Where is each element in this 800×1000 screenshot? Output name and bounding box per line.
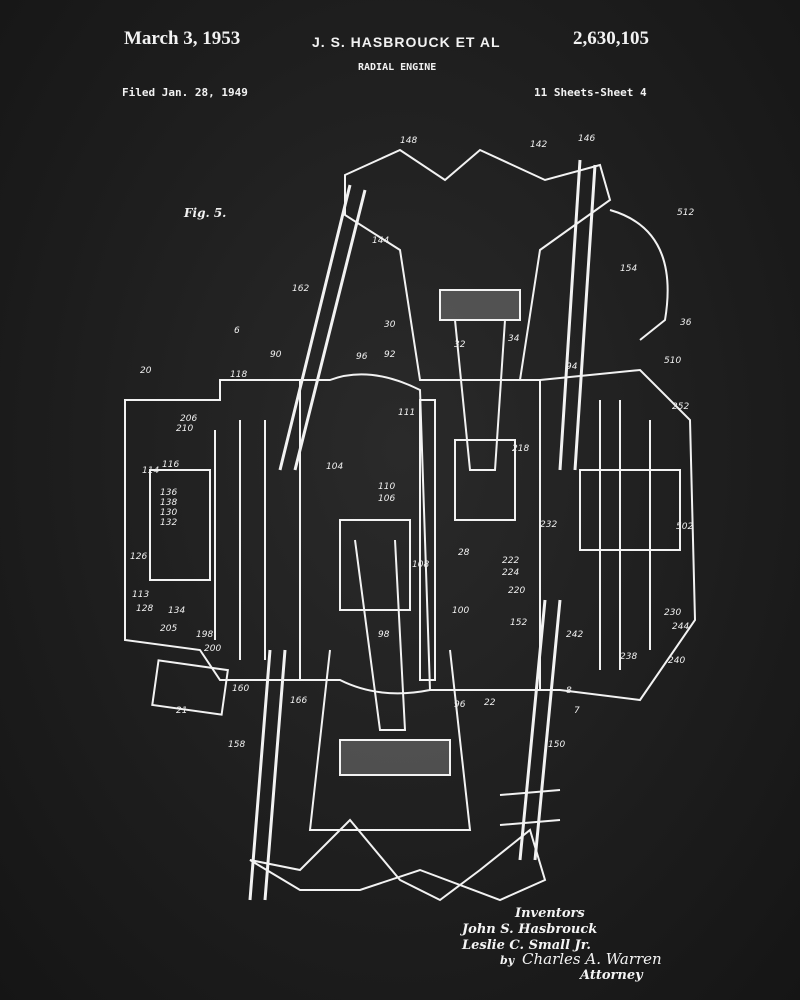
- ref-number: 148: [400, 136, 418, 146]
- ref-number: 244: [672, 622, 690, 632]
- ref-number: 110: [378, 482, 396, 492]
- ref-number: 210: [176, 424, 194, 434]
- ref-number: 8: [566, 686, 572, 696]
- ref-number: 114: [142, 466, 160, 476]
- ref-number: 32: [454, 340, 466, 350]
- figure-label: Fig. 5.: [184, 206, 227, 220]
- ref-number: 36: [680, 318, 692, 328]
- ref-number: 34: [508, 334, 520, 344]
- ref-number: 206: [180, 414, 198, 424]
- ref-number: 158: [228, 740, 246, 750]
- ref-number: 502: [676, 522, 694, 532]
- ref-number: 240: [668, 656, 686, 666]
- ref-number: 108: [412, 560, 430, 570]
- ref-number: 200: [204, 644, 222, 654]
- bottom-cylinder: [249, 519, 547, 902]
- ref-number: 134: [168, 606, 186, 616]
- shaft: [499, 789, 561, 826]
- ref-number: 150: [548, 740, 566, 750]
- ref-number: 113: [132, 590, 150, 600]
- ref-number: 94: [566, 362, 578, 372]
- ref-number: 144: [372, 236, 390, 246]
- push-rods: [248, 159, 597, 901]
- ref-number: 242: [566, 630, 584, 640]
- ref-number: 138: [160, 498, 178, 508]
- ref-number: 160: [232, 684, 250, 694]
- ref-number: 142: [530, 140, 548, 150]
- crankcase: [299, 373, 541, 695]
- ref-number: 98: [378, 630, 390, 640]
- patent-title: RADIAL ENGINE: [358, 62, 437, 73]
- ref-number: 218: [512, 444, 530, 454]
- inventors-heading: Inventors: [515, 906, 585, 921]
- ref-number: 146: [578, 134, 596, 144]
- left-housing: [124, 379, 301, 716]
- inventor-name-2: Leslie C. Small Jr.: [462, 938, 591, 953]
- ref-number: 130: [160, 508, 178, 518]
- ref-number: 96: [454, 700, 466, 710]
- ref-number: 92: [384, 350, 396, 360]
- ref-number: 232: [540, 520, 558, 530]
- ref-number: 7: [574, 706, 580, 716]
- ref-number: 116: [162, 460, 180, 470]
- ref-number: 106: [378, 494, 396, 504]
- ref-number: 126: [130, 552, 148, 562]
- ref-number: 152: [510, 618, 528, 628]
- attorney-label: Attorney: [580, 968, 643, 983]
- ref-number: 128: [136, 604, 154, 614]
- ref-number: 222: [502, 556, 520, 566]
- ref-number: 154: [620, 264, 638, 274]
- ref-number: 166: [290, 696, 308, 706]
- ref-number: 96: [356, 352, 368, 362]
- ref-number: 198: [196, 630, 214, 640]
- ref-number: 6: [234, 326, 240, 336]
- filed-date: Filed Jan. 28, 1949: [122, 86, 248, 99]
- attorney-signature: Charles A. Warren: [522, 950, 662, 968]
- ref-number: 230: [664, 608, 682, 618]
- ref-number: 510: [664, 356, 682, 366]
- inventor-name-1: John S. Hasbrouck: [462, 922, 598, 937]
- ref-number: 111: [398, 408, 416, 418]
- ref-number: 28: [458, 548, 470, 558]
- ref-number: 90: [270, 350, 282, 360]
- inventor-header: J. S. HASBROUCK ET AL: [312, 34, 501, 50]
- right-housing: [539, 209, 697, 702]
- ref-number: 20: [140, 366, 152, 376]
- ref-number: 136: [160, 488, 178, 498]
- ref-number: 252: [672, 402, 690, 412]
- ref-number: 132: [160, 518, 178, 528]
- patent-date: March 3, 1953: [124, 28, 241, 49]
- ref-number: 512: [677, 208, 695, 218]
- sheet-count: 11 Sheets-Sheet 4: [534, 86, 647, 99]
- by-label: by: [500, 954, 515, 967]
- ref-number: 224: [502, 568, 520, 578]
- ref-number: 220: [508, 586, 526, 596]
- ref-number: 22: [484, 698, 496, 708]
- patent-number: 2,630,105: [573, 28, 649, 49]
- ref-number: 21: [176, 706, 188, 716]
- ref-number: 104: [326, 462, 344, 472]
- ref-number: 118: [230, 370, 248, 380]
- ref-number: 238: [620, 652, 638, 662]
- ref-number: 30: [384, 320, 396, 330]
- ref-number: 205: [160, 624, 178, 634]
- top-cylinder: [344, 148, 612, 521]
- ref-number: 162: [292, 284, 310, 294]
- ref-number: 100: [452, 606, 470, 616]
